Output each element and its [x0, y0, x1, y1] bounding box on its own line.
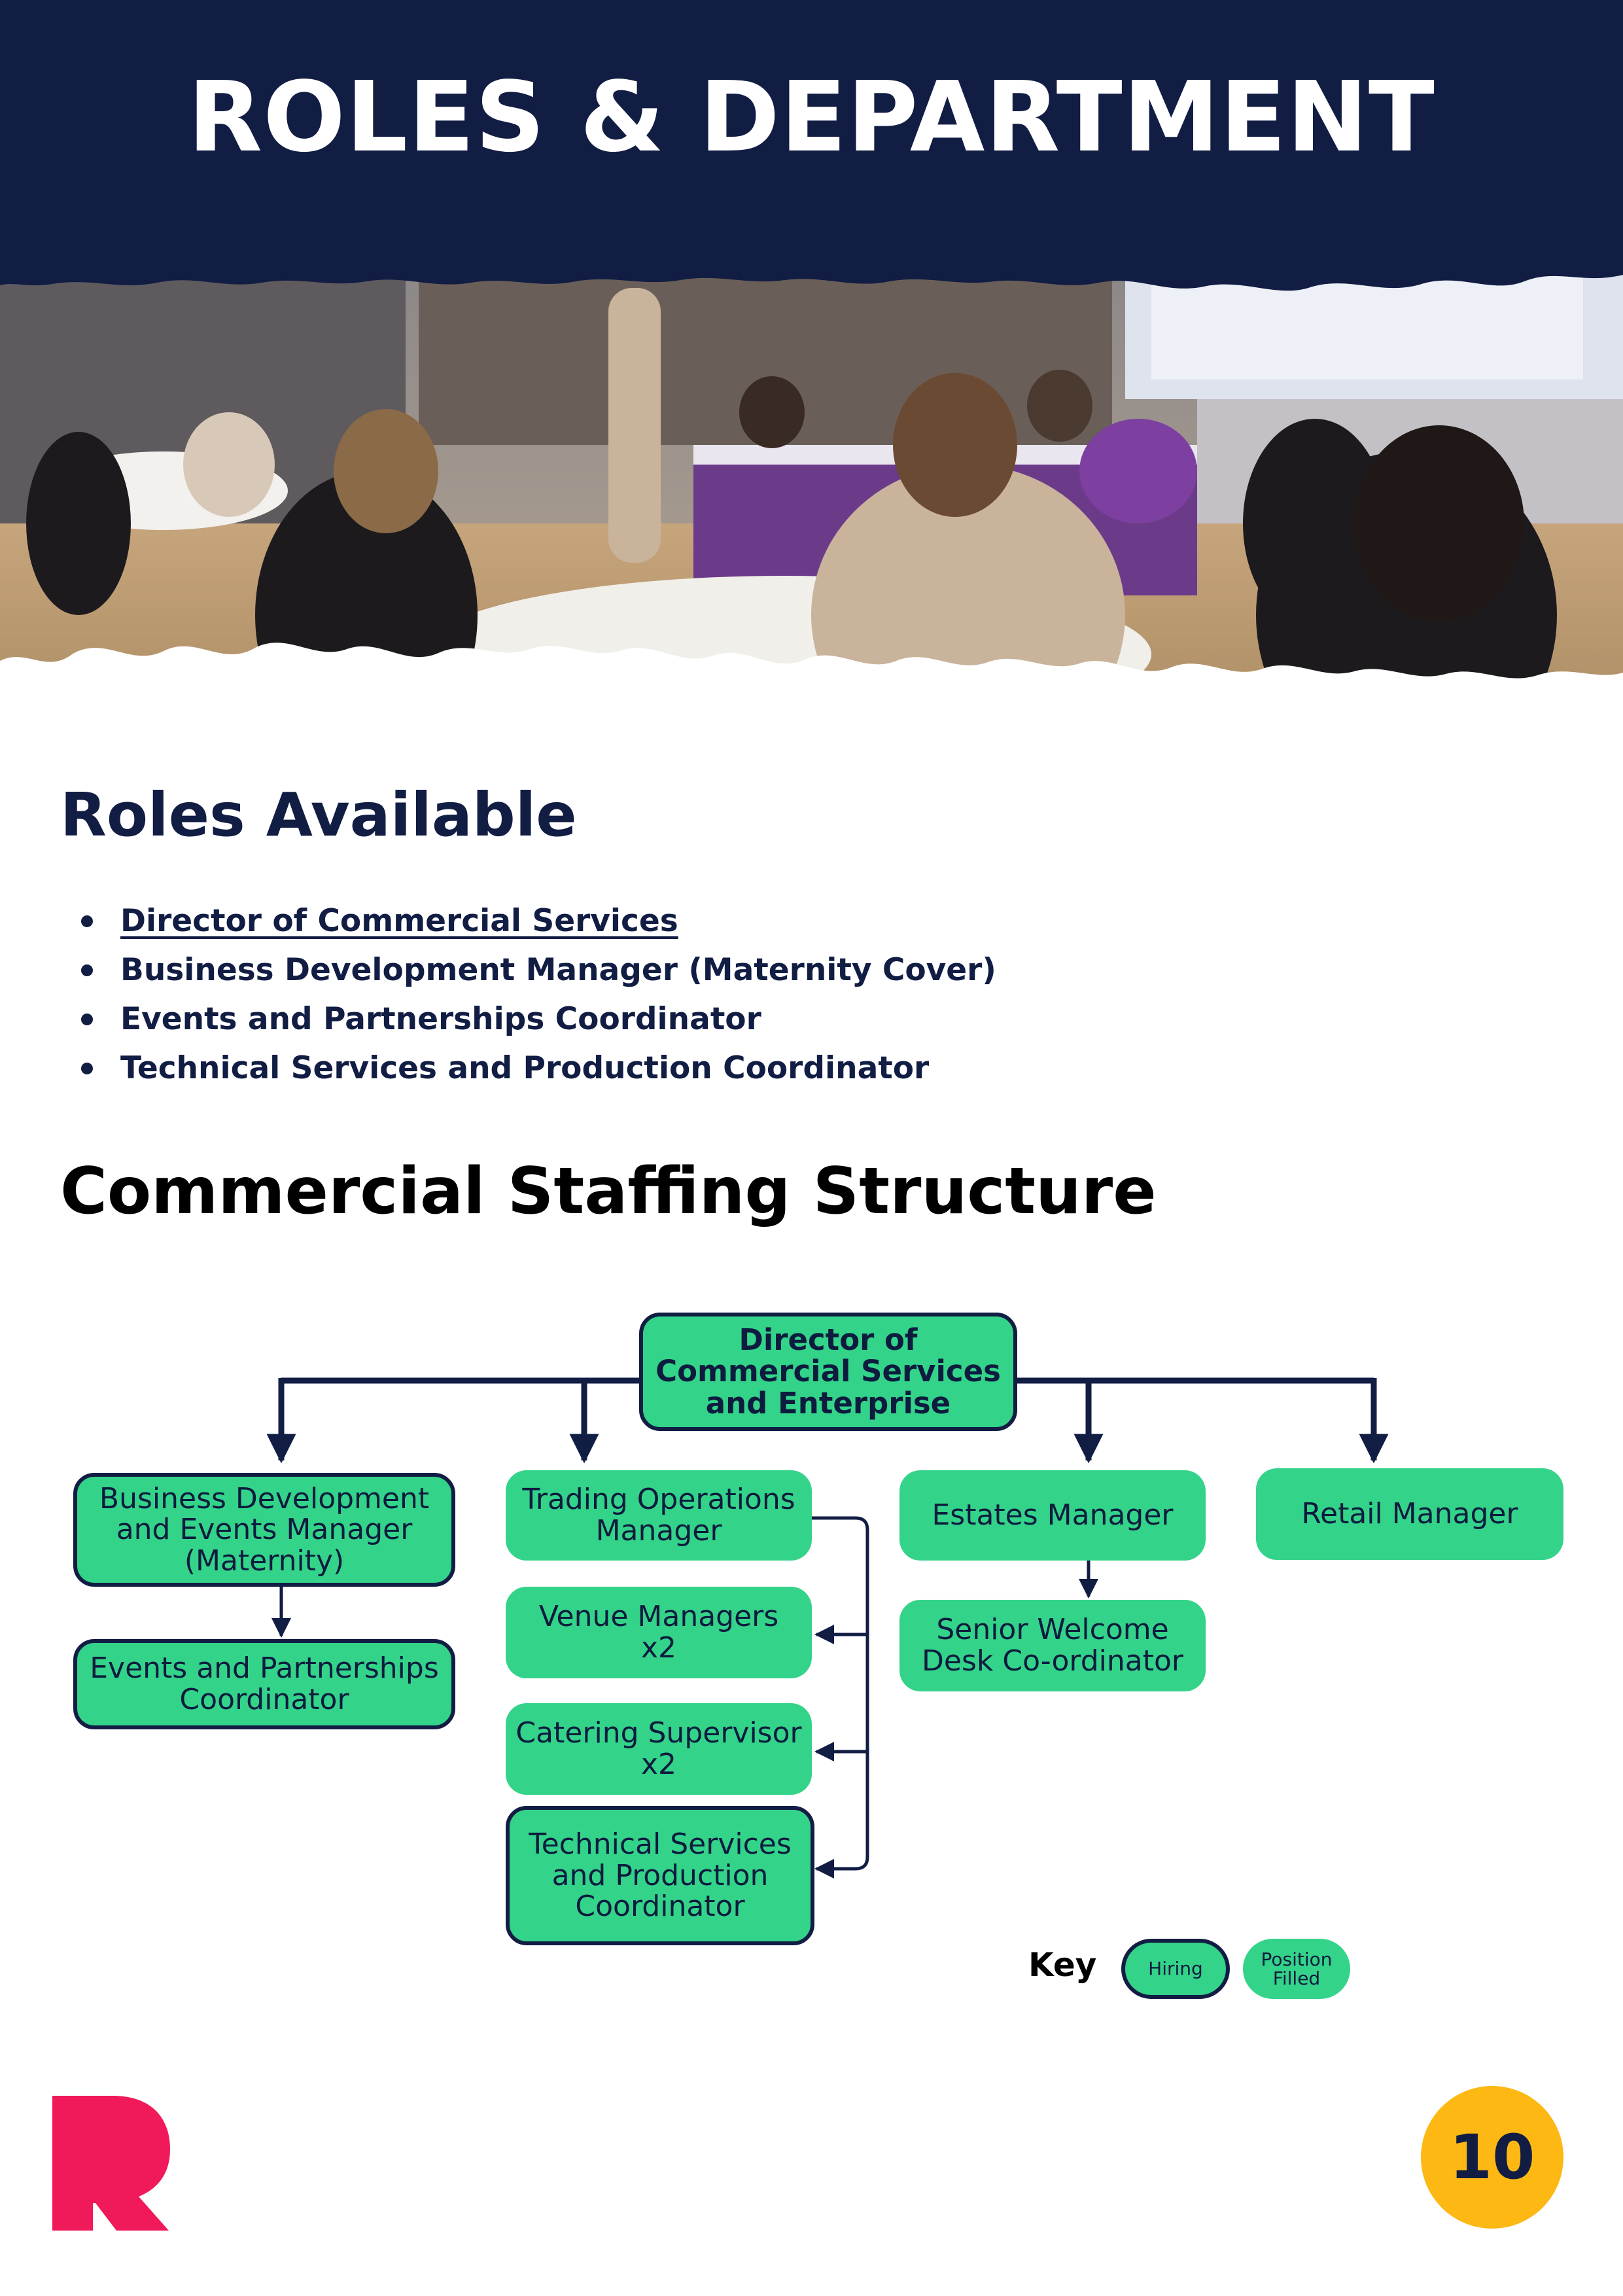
- role-item-label: Events and Partnerships Coordinator: [120, 1001, 761, 1037]
- structure-heading: Commercial Staffing Structure: [60, 1154, 1157, 1229]
- key-hiring-label: Hiring: [1148, 1958, 1203, 1980]
- node-bd-manager-label: Business Development and Events Manager …: [99, 1481, 430, 1578]
- header-band: [0, 0, 1623, 275]
- connector-trading-bracket: [811, 1516, 869, 1879]
- role-item-technical-coordinator: Technical Services and Production Coordi…: [79, 1044, 996, 1093]
- key-hiring-chip: Hiring: [1121, 1939, 1230, 1999]
- role-item-events-coordinator: Events and Partnerships Coordinator: [79, 995, 996, 1044]
- key-label: Key: [1028, 1946, 1097, 1984]
- node-estates-label: Estates Manager: [932, 1498, 1174, 1532]
- node-welcome-desk-label: Senior Welcome Desk Co-ordinator: [922, 1613, 1183, 1678]
- node-venue-managers: Venue Managers x2: [506, 1587, 812, 1678]
- node-technical: Technical Services and Production Coordi…: [506, 1806, 814, 1945]
- role-item-label: Technical Services and Production Coordi…: [120, 1050, 930, 1086]
- node-catering-label: Catering Supervisor x2: [515, 1716, 802, 1781]
- key-filled-chip: Position Filled: [1243, 1939, 1350, 1999]
- node-director-label: Director of Commercial Services and Ente…: [655, 1322, 1001, 1421]
- node-retail-label: Retail Manager: [1301, 1497, 1518, 1531]
- node-welcome-desk: Senior Welcome Desk Co-ordinator: [899, 1600, 1206, 1691]
- role-item-director[interactable]: Director of Commercial Services: [79, 896, 996, 945]
- event-photo: [0, 249, 1623, 739]
- node-events-coordinator: Events and Partnerships Coordinator: [73, 1639, 455, 1729]
- page-title: ROLES & DEPARTMENT: [188, 61, 1435, 173]
- page-header: ROLES & DEPARTMENT: [0, 0, 1623, 739]
- r-logo-icon: [52, 2096, 170, 2231]
- node-venue-managers-label: Venue Managers x2: [538, 1600, 779, 1665]
- page-number-badge: 10: [1421, 2086, 1563, 2229]
- role-item-label: Business Development Manager (Maternity …: [120, 952, 996, 988]
- node-director: Director of Commercial Services and Ente…: [639, 1313, 1017, 1431]
- node-trading-ops-label: Trading Operations Manager: [522, 1483, 795, 1547]
- roles-list: Director of Commercial Services Business…: [79, 896, 996, 1093]
- node-events-coordinator-label: Events and Partnerships Coordinator: [90, 1651, 439, 1716]
- key-filled-label: Position Filled: [1261, 1948, 1333, 1989]
- roles-heading: Roles Available: [60, 780, 577, 850]
- role-item-bd-manager: Business Development Manager (Maternity …: [79, 945, 996, 995]
- node-estates: Estates Manager: [899, 1470, 1206, 1561]
- node-technical-label: Technical Services and Production Coordi…: [529, 1828, 792, 1924]
- node-retail: Retail Manager: [1256, 1468, 1563, 1560]
- node-catering: Catering Supervisor x2: [506, 1703, 812, 1795]
- node-bd-manager: Business Development and Events Manager …: [73, 1473, 455, 1587]
- role-item-label[interactable]: Director of Commercial Services: [120, 903, 678, 939]
- node-trading-ops: Trading Operations Manager: [506, 1470, 812, 1561]
